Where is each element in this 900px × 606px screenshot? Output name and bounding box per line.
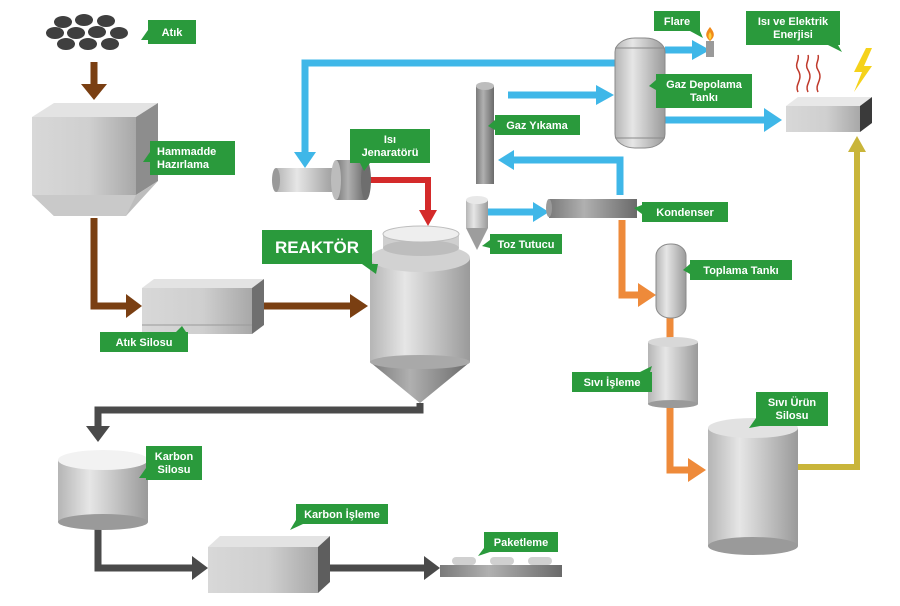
label-gaz-depolama-line2: Tankı xyxy=(690,92,718,104)
label-toplama-tanki: Toplama Tankı xyxy=(683,260,792,280)
label-karbon-isleme-text: Karbon İşleme xyxy=(304,508,380,521)
energy-flow-arrowhead xyxy=(848,136,866,152)
condenser-unit xyxy=(546,199,637,218)
label-flare-text: Flare xyxy=(664,16,690,28)
collection-tank xyxy=(655,243,687,319)
label-kondenser-text: Kondenser xyxy=(656,207,714,219)
packaging-conveyor xyxy=(440,557,562,577)
heat-flow-arrowhead xyxy=(419,210,437,226)
label-gaz-depolama-line1: Gaz Depolama xyxy=(666,79,743,91)
label-isi-jen-line2: Jenaratörü xyxy=(362,147,419,159)
label-paketleme-text: Paketleme xyxy=(494,537,548,549)
solid-flow-arrows xyxy=(90,62,352,310)
label-flare: Flare xyxy=(654,11,703,38)
reactor-vessel xyxy=(370,225,470,403)
label-karbon-isleme: Karbon İşleme xyxy=(290,504,388,530)
carbon-flow-arrows xyxy=(94,403,426,572)
carbon-processing-unit xyxy=(208,536,330,593)
label-sivi-isleme: Sıvı İşleme xyxy=(572,366,652,392)
power-generator-unit xyxy=(786,97,872,132)
waste-pellets-icon xyxy=(46,14,128,50)
label-karbon-silosu-line1: Karbon xyxy=(155,451,194,463)
label-sivi-urun-silosu: Sıvı Ürün Silosu xyxy=(749,392,828,428)
heat-generator-unit xyxy=(272,160,371,200)
label-gaz-yikama: Gaz Yıkama xyxy=(488,115,580,135)
lightning-bolt-icon xyxy=(854,48,872,92)
label-reaktor: REAKTÖR xyxy=(262,230,378,274)
label-karbon-silosu-line2: Silosu xyxy=(157,464,190,476)
label-sivi-urun-line2: Silosu xyxy=(775,410,808,422)
waste-silo-unit xyxy=(142,279,264,334)
label-toplama-tanki-text: Toplama Tankı xyxy=(703,265,778,277)
label-atik-silosu: Atık Silosu xyxy=(100,326,188,352)
label-atik-text: Atık xyxy=(162,27,184,39)
label-toz-tutucu: Toz Tutucu xyxy=(482,234,562,254)
label-hammadde-line1: Hammadde xyxy=(157,146,216,158)
label-sivi-isleme-text: Sıvı İşleme xyxy=(584,376,641,389)
solid-flow-arrowheads xyxy=(81,84,368,318)
label-gaz-yikama-text: Gaz Yıkama xyxy=(506,120,568,132)
label-karbon-silosu: Karbon Silosu xyxy=(139,446,202,480)
label-sivi-urun-line1: Sıvı Ürün xyxy=(768,396,817,409)
gas-flow-arrows xyxy=(301,46,766,216)
label-atik: Atık xyxy=(141,20,196,44)
gas-flow-arrowheads xyxy=(294,40,782,222)
label-isi-elektrik-line1: Isı ve Elektrik xyxy=(758,16,829,28)
label-isi-elektrik-line2: Enerjisi xyxy=(773,29,813,41)
liquid-processing-unit xyxy=(648,337,698,408)
feed-preparation-hopper xyxy=(32,103,158,216)
gas-scrubber-column xyxy=(476,82,494,184)
label-isi-jenaratoru: Isı Jenaratörü xyxy=(350,129,430,171)
liquid-product-silo xyxy=(708,418,798,555)
label-atik-silosu-text: Atık Silosu xyxy=(116,337,173,349)
carbon-silo xyxy=(58,450,148,530)
label-hammadde-line2: Hazırlama xyxy=(157,159,210,171)
liquid-flow-arrowheads xyxy=(638,283,706,482)
carbon-flow-arrowheads xyxy=(86,426,440,580)
heat-waves-icon xyxy=(795,54,821,93)
label-paketleme: Paketleme xyxy=(478,532,558,556)
liquid-flow-arrows xyxy=(618,220,690,474)
label-kondenser: Kondenser xyxy=(634,202,728,222)
heat-flow-arrow xyxy=(368,177,431,212)
energy-flow-arrow xyxy=(798,148,860,470)
flare-icon xyxy=(706,27,714,57)
label-toz-tutucu-text: Toz Tutucu xyxy=(497,239,554,251)
label-reaktor-text: REAKTÖR xyxy=(275,238,359,257)
label-gaz-depolama-tanki: Gaz Depolama Tankı xyxy=(649,74,752,108)
label-isi-jen-line1: Isı xyxy=(384,134,396,146)
dust-collector xyxy=(466,196,488,250)
label-isi-elektrik-enerjisi: Isı ve Elektrik Enerjisi xyxy=(746,11,842,52)
gas-storage-tank xyxy=(614,37,666,149)
label-hammadde-hazirlama: Hammadde Hazırlama xyxy=(143,141,235,175)
